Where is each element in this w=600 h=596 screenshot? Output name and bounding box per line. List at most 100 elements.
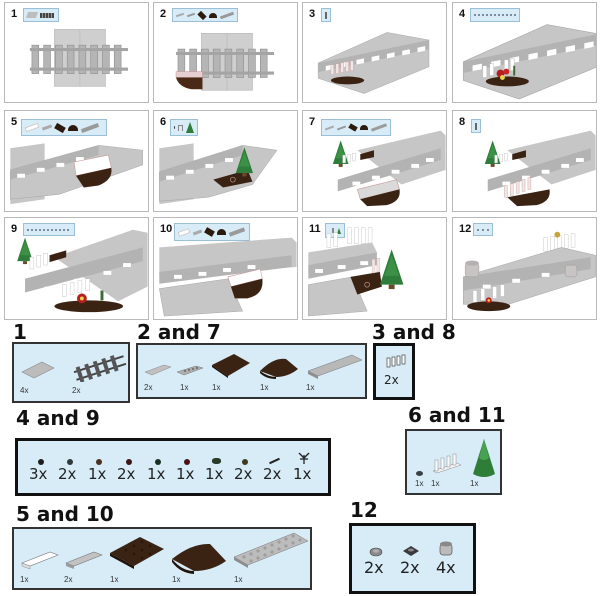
build-illustration xyxy=(308,227,404,317)
plant-sprout-icon xyxy=(298,452,310,464)
quantity-label: 2x xyxy=(72,386,81,395)
dark-green-stud-icon xyxy=(155,459,161,465)
parts-box-steps-2-7: 2x 1x 1x 1x 1x xyxy=(136,343,367,399)
quantity-label: 2x xyxy=(64,575,73,584)
brown-plate-4x4-icon xyxy=(110,537,164,569)
step-number: 6 xyxy=(160,116,167,128)
white-fence-icon xyxy=(386,354,406,368)
parts-callout xyxy=(23,8,59,22)
round-tile-icon xyxy=(369,547,383,557)
flower-studs-icon xyxy=(27,228,71,231)
round-stud-icon xyxy=(174,126,176,129)
brown-stud-icon xyxy=(96,459,102,465)
step-number: 4 xyxy=(459,8,466,20)
step-panel-11: 11 xyxy=(302,217,447,320)
quantity-label: 1x xyxy=(293,465,312,483)
quantity-label: 2x xyxy=(58,465,77,483)
green-leaf-icon xyxy=(212,458,221,464)
parts-callout xyxy=(473,223,493,236)
parts-box-steps-5-10: 1x 2x 1x 1x 1x xyxy=(12,527,312,590)
dark-grey-stud-icon xyxy=(67,459,73,465)
parts-box-step-12: 2x 2x 4x xyxy=(349,523,476,594)
section-title-12: 12 xyxy=(350,498,378,522)
parts-callout xyxy=(471,119,481,133)
brown-corner-icon xyxy=(217,229,226,235)
fence-icon xyxy=(325,11,327,19)
quantity-label: 1x xyxy=(260,383,269,392)
parts-box-step-1: 4x 2x xyxy=(12,342,130,403)
parts-callout xyxy=(470,8,520,22)
step-number: 10 xyxy=(160,223,173,235)
quantity-label: 2x xyxy=(263,465,282,483)
build-illustration xyxy=(332,130,446,207)
build-illustration xyxy=(159,143,278,205)
step-number: 2 xyxy=(160,8,167,20)
parts-callout xyxy=(170,119,198,136)
round-brick-icon xyxy=(439,541,453,556)
step-number: 1 xyxy=(11,8,18,20)
parts-callout xyxy=(21,119,107,136)
quantity-label: 4x xyxy=(436,558,456,577)
quantity-label: 1x xyxy=(306,383,315,392)
parts-callout xyxy=(23,223,75,236)
build-illustration xyxy=(462,24,596,100)
quantity-label: 2x xyxy=(384,373,399,387)
round-parts-icon xyxy=(477,228,489,231)
quantity-label: 1x xyxy=(234,575,243,584)
quantity-label: 1x xyxy=(147,465,166,483)
stem-icon xyxy=(269,457,280,465)
step-number: 3 xyxy=(309,8,316,20)
dark-round-stud-icon xyxy=(416,471,423,476)
build-illustration xyxy=(10,143,143,205)
step-panel-9: 9 xyxy=(4,217,149,320)
fence-icon xyxy=(178,124,183,131)
quantity-label: 1x xyxy=(205,465,224,483)
step-panel-6: 6 xyxy=(153,110,298,212)
step-panel-1: 1 xyxy=(4,2,149,103)
quantity-label: 2x xyxy=(144,383,153,392)
build-illustration xyxy=(317,32,430,94)
quantity-label: 1x xyxy=(470,479,479,488)
quantity-label: 1x xyxy=(20,575,29,584)
brown-plate-4x4-icon xyxy=(212,354,250,378)
jumper-plate-icon xyxy=(403,546,419,556)
step-number: 12 xyxy=(459,223,472,235)
step-panel-7: 7 xyxy=(302,110,447,212)
step-panel-12: 12 xyxy=(452,217,597,320)
grey-plate-2x8-icon xyxy=(307,354,363,379)
build-illustration xyxy=(29,29,129,87)
build-illustration xyxy=(462,231,596,312)
build-illustration xyxy=(159,237,297,317)
quantity-label: 2x xyxy=(117,465,136,483)
parts-callout xyxy=(321,8,331,22)
step-number: 9 xyxy=(11,223,18,235)
step-number: 11 xyxy=(309,223,321,235)
quantity-label: 1x xyxy=(212,383,221,392)
quantity-label: 3x xyxy=(29,465,48,483)
parts-callout xyxy=(321,119,391,136)
quantity-label: 1x xyxy=(88,465,107,483)
grey-tile-4x4-icon xyxy=(21,361,55,379)
fence-icon xyxy=(332,228,334,233)
white-fence-icon xyxy=(432,453,462,474)
parts-box-steps-3-8: 2x xyxy=(373,343,415,400)
quantity-label: 1x xyxy=(176,465,195,483)
step-panel-3: 3 xyxy=(302,2,447,103)
grey-tile-1x4-icon xyxy=(65,551,103,569)
step-panel-10: 10 xyxy=(153,217,298,320)
section-title-6-and-11: 6 and 11 xyxy=(408,403,506,427)
brown-round-corner-icon xyxy=(172,543,226,574)
olive-stud-icon xyxy=(242,459,248,465)
section-title-5-and-10: 5 and 10 xyxy=(16,502,114,526)
quantity-label: 2x xyxy=(364,558,384,577)
section-title-2-and-7: 2 and 7 xyxy=(137,320,221,344)
quantity-label: 1x xyxy=(431,479,440,488)
brown-corner-icon xyxy=(68,124,78,131)
step-number: 5 xyxy=(11,116,18,128)
dark-red-stud-icon xyxy=(126,459,132,465)
brown-corner-icon xyxy=(209,12,217,18)
white-tile-1x4-icon xyxy=(21,551,59,570)
step-number: 7 xyxy=(309,116,316,128)
parts-callout xyxy=(172,8,238,22)
quantity-label: 1x xyxy=(415,479,424,488)
